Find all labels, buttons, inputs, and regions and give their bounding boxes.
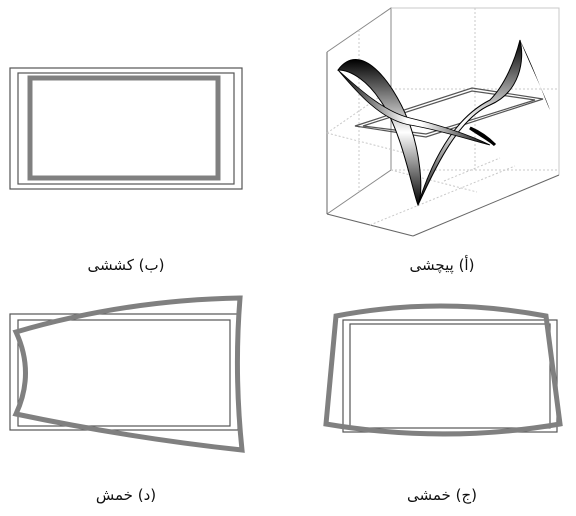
caption-symmetric-flexural: (ج) خمشی [407, 486, 477, 504]
twisted-ribbon [337, 39, 550, 207]
caption-side-flexural: (د) خمش [95, 486, 157, 504]
caption-axial: (ب) کششی [87, 256, 165, 274]
caption-torsional: (أ) پیچشی [409, 256, 475, 274]
